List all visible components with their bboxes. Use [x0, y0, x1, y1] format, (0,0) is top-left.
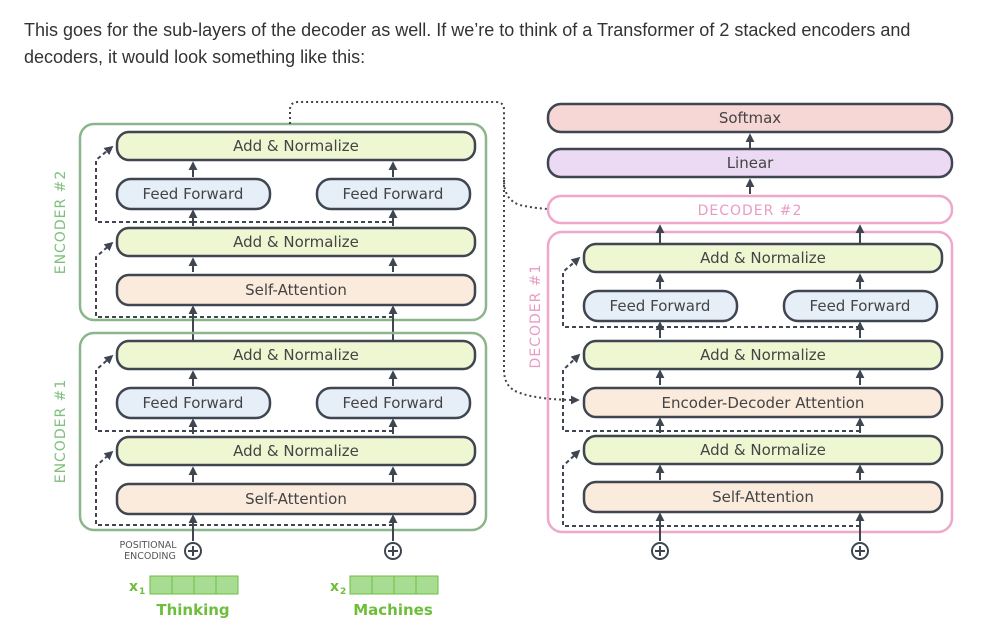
embedding-x1: [149, 575, 239, 595]
encoder-1-feed-forward-right: Feed Forward: [315, 386, 472, 420]
encoder-2-self-attention: Self-Attention: [115, 273, 477, 307]
encoder-1-add-normalize-bottom: Add & Normalize: [115, 435, 477, 467]
encoder-2-feed-forward-right: Feed Forward: [315, 177, 472, 211]
svg-text:Feed Forward: Feed Forward: [343, 185, 444, 203]
encoder-1-block: ENCODER #1 Add & Normalize Feed Forward …: [53, 331, 488, 532]
encoder-2-label: ENCODER #2: [53, 170, 69, 275]
positional-encoding-plus-icon-right: [384, 542, 402, 560]
decoder-plus-icon-right: [851, 542, 869, 560]
decoder-head: Softmax Linear DECODER #2: [546, 102, 954, 225]
x2-subscript: 2: [340, 587, 346, 597]
embedding-x2: [349, 575, 439, 595]
encoder-2-add-normalize-bottom: Add & Normalize: [115, 226, 477, 258]
decoder-inputs: [651, 512, 869, 560]
encoder-1-feed-forward-left: Feed Forward: [115, 386, 272, 420]
svg-text:DECODER #2: DECODER #2: [698, 203, 803, 219]
decoder-1-self-attention: Self-Attention: [582, 480, 944, 514]
encoder-2-feed-forward-left: Feed Forward: [115, 177, 272, 211]
encoder-inputs: POSITIONAL ENCODING x 1 Thinking x 2 Mac…: [119, 514, 439, 619]
svg-text:Add & Normalize: Add & Normalize: [700, 346, 826, 364]
positional-encoding-label-2: ENCODING: [124, 551, 176, 562]
decoder-1-encoder-decoder-attention: Encoder-Decoder Attention: [582, 386, 944, 419]
decoder-1-add-normalize-mid: Add & Normalize: [582, 339, 944, 371]
linear-box: Linear: [546, 147, 954, 179]
svg-text:Add & Normalize: Add & Normalize: [700, 249, 826, 267]
svg-text:Add & Normalize: Add & Normalize: [233, 137, 359, 155]
word-machines: Machines: [353, 601, 433, 619]
decoder-plus-icon-left: [651, 542, 669, 560]
word-thinking: Thinking: [156, 601, 229, 619]
svg-text:Add & Normalize: Add & Normalize: [233, 233, 359, 251]
x1-letter: x: [129, 579, 138, 595]
decoder-1-feed-forward-right: Feed Forward: [782, 289, 939, 323]
svg-text:Feed Forward: Feed Forward: [143, 185, 244, 203]
encoder-1-self-attention: Self-Attention: [115, 482, 477, 516]
decoder-1-feed-forward-left: Feed Forward: [582, 289, 739, 323]
svg-text:Self-Attention: Self-Attention: [712, 488, 814, 506]
svg-text:Linear: Linear: [727, 154, 774, 172]
svg-text:Feed Forward: Feed Forward: [610, 297, 711, 315]
softmax-box: Softmax: [546, 102, 954, 134]
x2-letter: x: [330, 579, 339, 595]
svg-text:Feed Forward: Feed Forward: [143, 394, 244, 412]
svg-text:Self-Attention: Self-Attention: [245, 490, 347, 508]
decoder-1-add-normalize-bottom: Add & Normalize: [582, 434, 944, 466]
decoder-1-block: DECODER #1 Add & Normalize Feed Forward: [528, 224, 954, 534]
svg-text:Feed Forward: Feed Forward: [810, 297, 911, 315]
svg-text:Encoder-Decoder Attention: Encoder-Decoder Attention: [662, 394, 865, 412]
encoder-2-add-normalize-top: Add & Normalize: [115, 130, 477, 162]
positional-encoding-label-1: POSITIONAL: [119, 540, 177, 551]
x1-subscript: 1: [139, 587, 145, 597]
positional-encoding-plus-icon-left: [184, 542, 202, 560]
intro-paragraph: This goes for the sub-layers of the deco…: [24, 20, 911, 67]
decoder-2-box: DECODER #2: [546, 194, 954, 225]
svg-text:Softmax: Softmax: [719, 109, 781, 127]
svg-text:Add & Normalize: Add & Normalize: [700, 441, 826, 459]
svg-text:Add & Normalize: Add & Normalize: [233, 442, 359, 460]
svg-text:Feed Forward: Feed Forward: [343, 394, 444, 412]
encoder-1-add-normalize-top: Add & Normalize: [115, 339, 477, 371]
decoder-1-label: DECODER #1: [528, 264, 544, 369]
encoder-1-label: ENCODER #1: [53, 379, 69, 484]
svg-text:Add & Normalize: Add & Normalize: [233, 346, 359, 364]
encoder-output-connection: [289, 101, 580, 405]
decoder-1-add-normalize-top: Add & Normalize: [582, 242, 944, 274]
svg-text:Self-Attention: Self-Attention: [245, 281, 347, 299]
encoder-2-block: ENCODER #2 Add & Normalize Feed Forward …: [53, 122, 488, 322]
